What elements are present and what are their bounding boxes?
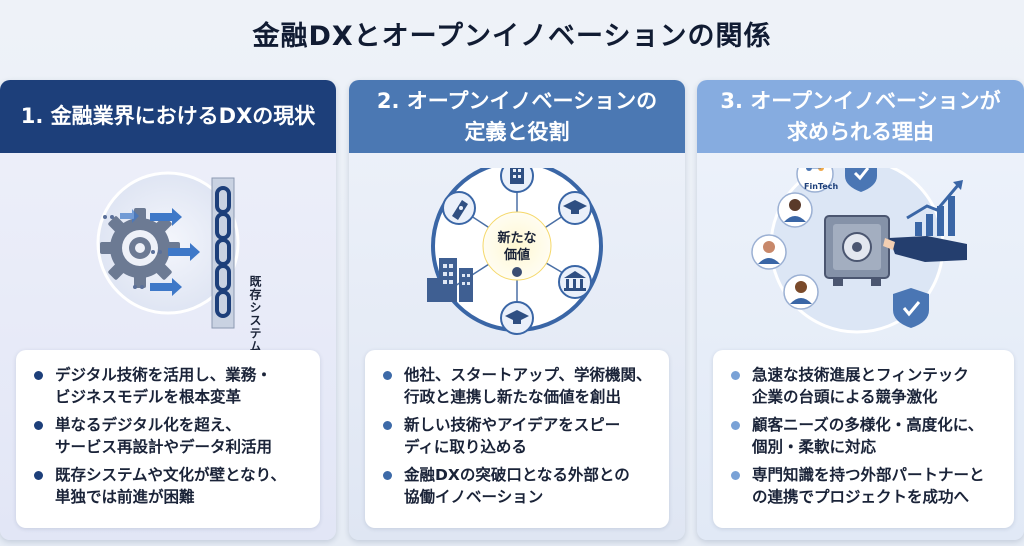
list-item: 単なるデジタル化を超え、 サービス再設計やデータ利活用 (30, 414, 308, 458)
shield-icon (845, 168, 877, 192)
fintech-icon (796, 168, 834, 193)
bullet-card: 急速な技術進展とフィンテック 企業の台頭による競争激化 顧客ニーズの多様化・高度… (713, 350, 1014, 528)
avatar (783, 274, 819, 310)
bullet-card: デジタル技術を活用し、業務・ ビジネスモデルを根本変革 単なるデジタル化を超え、… (16, 350, 320, 528)
shield-icon (893, 288, 929, 328)
panel-open-innovation: 2. オープンイノベーションの 定義と役割 (349, 80, 685, 540)
panel-heading: 2. オープンイノベーションの 定義と役割 (349, 80, 685, 153)
panel-heading: 3. オープンイノベーションが 求められる理由 (697, 80, 1024, 153)
arrow-icons (120, 208, 200, 296)
vault-icon (824, 215, 890, 286)
list-item: 急速な技術進展とフィンテック 企業の台頭による競争激化 (727, 364, 1002, 408)
dx-illustration (96, 171, 240, 329)
rocket-icon (452, 200, 468, 220)
avatar (777, 192, 813, 228)
hand-icon (889, 236, 967, 262)
list-item: 既存システムや文化が壁となり、 単独では前進が困難 (30, 464, 308, 508)
list-item: 顧客ニーズの多様化・高度化に、 個別・柔軟に対応 (727, 414, 1002, 458)
graduation-cap-icon (505, 310, 529, 324)
lightbulb-icon (512, 267, 522, 277)
bank-icon (564, 271, 586, 291)
panel-heading: 1. 金融業界におけるDXの現状 (0, 80, 336, 153)
fintech-label: FinTech (804, 182, 839, 191)
list-item: 専門知識を持つ外部パートナーと の連携でプロジェクトを成功へ (727, 464, 1002, 508)
growth-chart-icon (915, 196, 955, 236)
reasons-illustration (751, 168, 967, 334)
chain-icon (215, 186, 231, 318)
new-value-label: 新たな 価値 (497, 231, 537, 263)
list-item: デジタル技術を活用し、業務・ ビジネスモデルを根本変革 (30, 364, 308, 408)
network-illustration (427, 168, 603, 335)
list-item: 金融DXの突破口となる外部との 協働イノベーション (379, 464, 657, 508)
panel-reasons: 3. オープンイノベーションが 求められる理由 (697, 80, 1024, 540)
panel-dx-status: 1. 金融業界におけるDXの現状 (0, 80, 336, 540)
graduation-cap-icon (563, 200, 587, 214)
list-item: 新しい技術やアイデアをスピー ディに取り込める (379, 414, 657, 458)
avatar (751, 234, 787, 270)
list-item: 他社、スタートアップ、学術機関、 行政と連携し新たな価値を創出 (379, 364, 657, 408)
office-building-icon (510, 168, 524, 184)
page-title: 金融DXとオープンイノベーションの関係 (252, 21, 772, 52)
bullet-card: 他社、スタートアップ、学術機関、 行政と連携し新たな価値を創出 新しい技術やアイ… (365, 350, 669, 528)
